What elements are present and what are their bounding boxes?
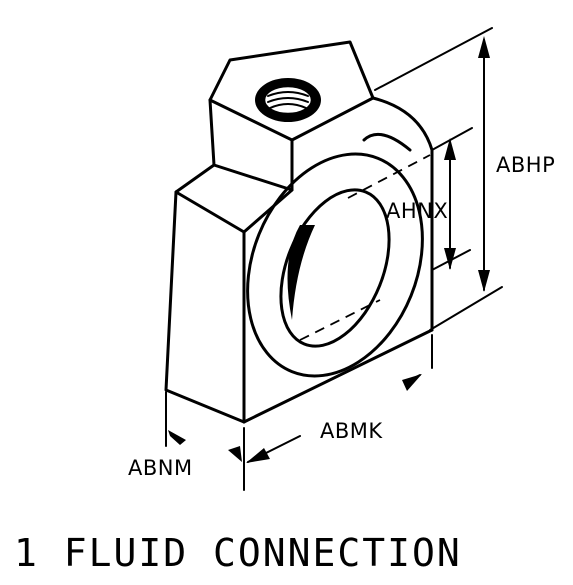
dimension-label-abnm: ABNM — [128, 456, 193, 480]
dimension-label-abhp: ABHP — [496, 153, 555, 177]
dimension-abnm — [165, 391, 242, 462]
part-body — [164, 40, 434, 424]
figure-caption: 1 FLUID CONNECTION — [14, 531, 462, 575]
port-ring-outer — [246, 152, 424, 378]
dimension-label-abmk: ABMK — [320, 419, 383, 443]
threaded-port-icon — [255, 78, 321, 122]
dimension-ahnx — [431, 127, 473, 271]
dimension-abmk — [243, 334, 433, 491]
dimension-abhp — [374, 27, 503, 331]
dimension-label-ahnx: AHNX — [386, 199, 448, 223]
